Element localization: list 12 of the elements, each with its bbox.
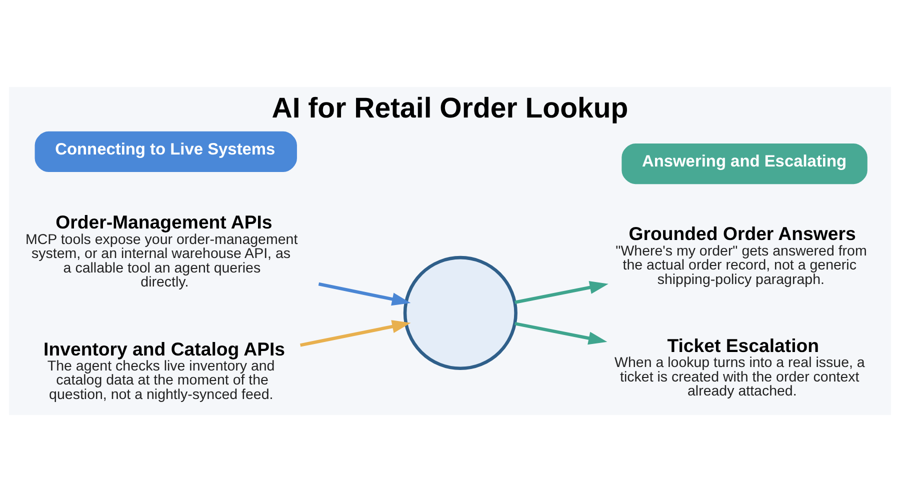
node-circle	[403, 256, 518, 370]
diagram-title: AI for Retail Order Lookup	[272, 92, 628, 124]
node-text: Ticket Escalation When a lookup turns into a real issue, a ticket is created with the order context already attached.	[614, 335, 865, 400]
arrow	[318, 282, 411, 306]
node-box: Connecting to Live Systems	[34, 131, 297, 172]
arrow	[300, 320, 411, 347]
node-text: Order-Management APIs MCP tools expose your order-management system, or an internal warehouse API, as a callable tool an agent queries directly.	[25, 212, 298, 291]
node-text: Grounded Order Answers "Where's my order" gets answered from the actual order record, not a generic shipping-policy paragraph.	[616, 223, 867, 288]
node-box: Answering and Escalating	[622, 144, 868, 184]
node-text: Inventory and Catalog APIs The agent checks live inventory and catalog data at the moment of the question, not a nightly-synced feed.	[44, 338, 286, 403]
arrow	[514, 281, 608, 304]
arrow	[514, 322, 608, 345]
